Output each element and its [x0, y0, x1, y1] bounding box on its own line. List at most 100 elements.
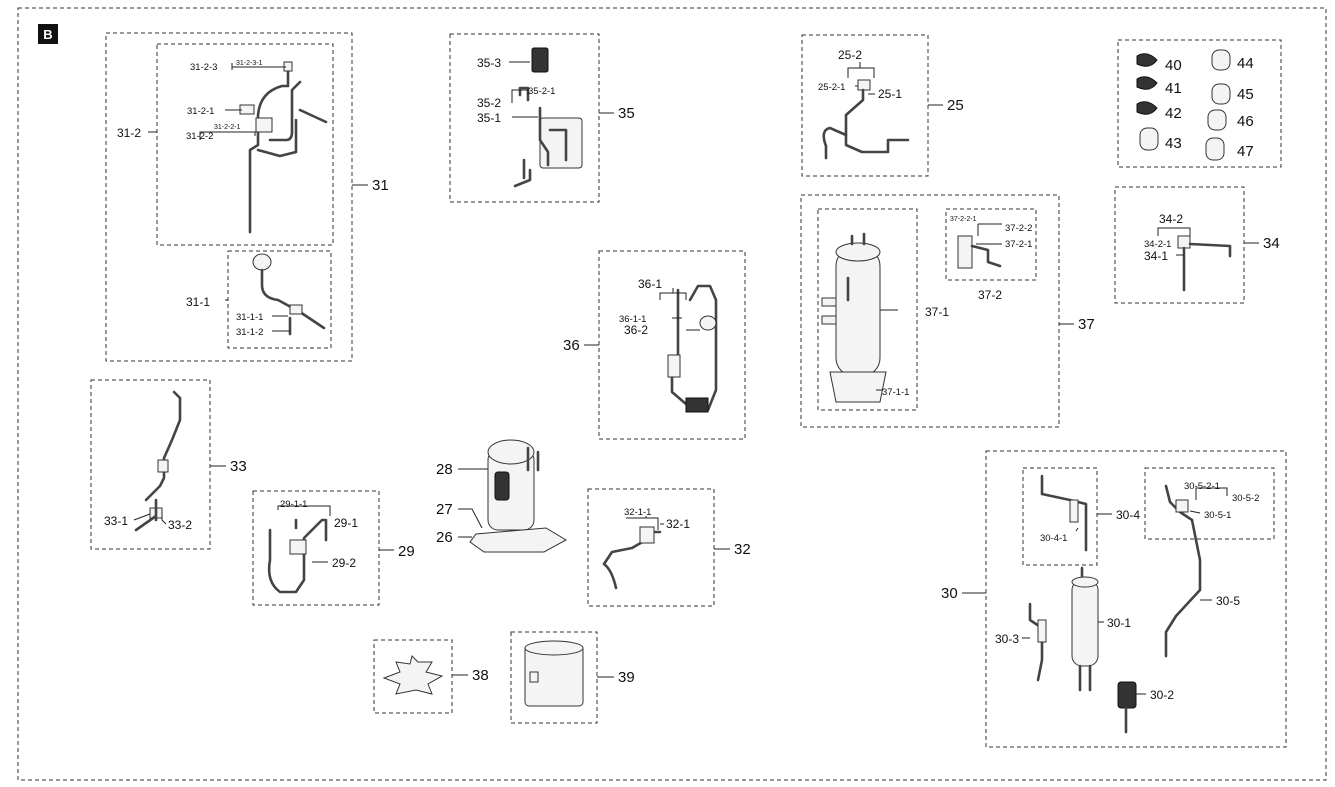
label-25-2: 25-2	[838, 48, 862, 62]
label-38: 38	[472, 667, 489, 684]
label-30: 30	[941, 585, 958, 602]
label-25-2-1: 25-2-1	[818, 82, 845, 93]
group-40-47: 40 41 42 43 44 45 46 47	[1117, 39, 1282, 168]
box-30	[985, 450, 1287, 748]
label-35-2-1: 35-2-1	[528, 86, 555, 97]
box-33	[90, 379, 211, 550]
label-37-1-1: 37-1-1	[882, 387, 909, 398]
label-35-1: 35-1	[477, 111, 501, 125]
label-37: 37	[1078, 316, 1095, 333]
label-31-2-2-1: 31-2-2-1	[214, 124, 241, 131]
box-40-47	[1117, 39, 1282, 168]
label-28: 28	[436, 461, 453, 478]
label-29-1-1: 29-1-1	[280, 499, 307, 510]
label-35: 35	[618, 105, 635, 122]
label-31-2-3: 31-2-3	[190, 62, 217, 73]
box-38	[373, 639, 453, 714]
group-33: 33 33-1 33-2	[90, 379, 247, 550]
label-47: 47	[1237, 143, 1254, 160]
label-31-2: 31-2	[117, 126, 141, 140]
label-36: 36	[563, 337, 580, 354]
label-31-2-1: 31-2-1	[187, 106, 214, 117]
box-32	[587, 488, 715, 607]
label-30-1: 30-1	[1107, 616, 1131, 630]
label-33: 33	[230, 458, 247, 475]
label-30-5-1: 30-5-1	[1204, 510, 1231, 521]
outer-frame	[17, 7, 1327, 781]
box-37-1	[817, 208, 918, 411]
box-30-4	[1022, 467, 1098, 566]
label-30-4-1: 30-4-1	[1040, 533, 1067, 544]
label-30-3: 30-3	[995, 632, 1019, 646]
group-25: 25 25-2 25-2-1 25-1	[801, 34, 964, 177]
label-40: 40	[1165, 57, 1182, 74]
group-30: 30 30-1 30-2 30-3 30-4 30-4-1 30-5 30-5-…	[941, 450, 1287, 748]
label-35-3: 35-3	[477, 56, 501, 70]
label-35-2: 35-2	[477, 96, 501, 110]
box-25	[801, 34, 929, 177]
box-36	[598, 250, 746, 440]
label-31: 31	[372, 177, 389, 194]
label-34-2: 34-2	[1159, 212, 1183, 226]
section-badge	[38, 24, 58, 44]
label-39: 39	[618, 669, 635, 686]
label-29-2: 29-2	[332, 556, 356, 570]
label-44: 44	[1237, 55, 1254, 72]
label-32: 32	[734, 541, 751, 558]
label-43: 43	[1165, 135, 1182, 152]
group-37: 37 37-1 37-1-1 37-2 37-2-1 37-2-2 37-2-2…	[800, 194, 1095, 428]
label-31-1-2: 31-1-2	[236, 327, 263, 338]
box-35	[449, 33, 600, 203]
group-36: 36 36-1 36-1-1 36-2	[563, 250, 746, 440]
label-29: 29	[398, 543, 415, 560]
label-30-5-2-1: 30-5-2-1	[1184, 481, 1220, 492]
label-30-4: 30-4	[1116, 508, 1140, 522]
label-29-1: 29-1	[334, 516, 358, 530]
label-32-1: 32-1	[666, 517, 690, 531]
box-37	[800, 194, 1060, 428]
label-45: 45	[1237, 86, 1254, 103]
label-31-2-3-1: 31-2-3-1	[236, 60, 263, 67]
section-badge-label: B	[43, 27, 52, 42]
label-30-5-2: 30-5-2	[1232, 493, 1259, 504]
label-42: 42	[1165, 105, 1182, 122]
group-31: 31 31-2 31-2-3 31-2-3-1 31-2-1 31-2-2 31…	[105, 32, 389, 362]
label-36-2: 36-2	[624, 323, 648, 337]
box-29	[252, 490, 380, 606]
label-46: 46	[1237, 113, 1254, 130]
label-37-2-1: 37-2-1	[1005, 239, 1032, 250]
label-37-2-2: 37-2-2	[1005, 223, 1032, 234]
label-25: 25	[947, 97, 964, 114]
box-31	[105, 32, 353, 362]
box-30-5	[1144, 467, 1275, 540]
group-38: 38	[373, 639, 489, 714]
group-compressor: 28 27 26	[436, 439, 568, 553]
box-37-2	[945, 208, 1037, 281]
label-34: 34	[1263, 235, 1280, 252]
label-33-2: 33-2	[168, 518, 192, 532]
label-32-1-1: 32-1-1	[624, 507, 651, 518]
group-39: 39	[510, 631, 635, 724]
label-36-1: 36-1	[638, 277, 662, 291]
label-33-1: 33-1	[104, 514, 128, 528]
label-34-1: 34-1	[1144, 249, 1168, 263]
group-34: 34 34-2 34-2-1 34-1	[1114, 186, 1280, 304]
box-39	[510, 631, 598, 724]
label-31-1: 31-1	[186, 295, 210, 309]
group-32: 32 32-1 32-1-1	[587, 488, 751, 607]
group-35: 35 35-3 35-2 35-2-1 35-1	[449, 33, 635, 203]
label-37-2: 37-2	[978, 288, 1002, 302]
label-36-1-1: 36-1-1	[619, 314, 646, 325]
label-30-5: 30-5	[1216, 594, 1240, 608]
label-31-1-1: 31-1-1	[236, 312, 263, 323]
label-37-2-2-1: 37-2-2-1	[950, 216, 977, 223]
label-41: 41	[1165, 80, 1182, 97]
label-37-1: 37-1	[925, 305, 949, 319]
box-31-2	[156, 43, 334, 246]
label-27: 27	[436, 501, 453, 518]
box-34	[1114, 186, 1245, 304]
label-25-1: 25-1	[878, 87, 902, 101]
label-34-2-1: 34-2-1	[1144, 239, 1171, 250]
